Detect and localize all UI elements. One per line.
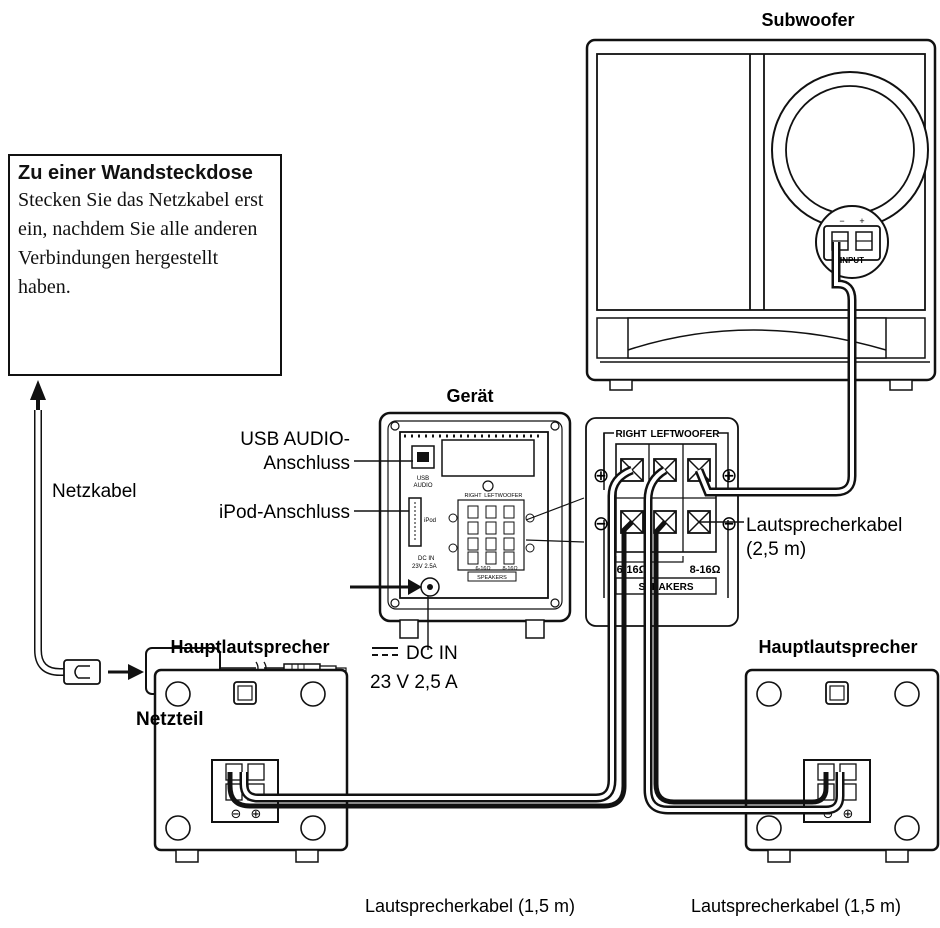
power-cord-label: Netzkabel: [52, 481, 137, 502]
left-speaker-plus: ⊕: [251, 807, 262, 822]
panel-woofer-label: WOOFER: [675, 429, 721, 440]
main-speaker-right-label: Hauptlautsprecher: [758, 637, 917, 657]
right-speaker-minus: ⊖: [823, 807, 834, 822]
panel-left-label: LEFT: [651, 429, 676, 440]
cable-left-speaker: [227, 465, 634, 809]
panel-plus-left: ⊕: [593, 463, 610, 487]
subwoofer-plus-label: +: [859, 216, 864, 226]
cable-woofer-label-2: (2,5 m): [746, 539, 806, 560]
panel-minus-right: ⊖: [721, 511, 738, 535]
subwoofer-input-label: INPUT: [840, 256, 864, 265]
panel-minus-left: ⊖: [593, 511, 610, 535]
power-plug: [63, 659, 101, 685]
cable-left-label: Lautsprecherkabel (1,5 m): [365, 896, 575, 916]
unit-imp-main-text: 6-16Ω: [475, 566, 490, 572]
dc-in-label: DC IN: [406, 643, 458, 664]
note-title: Zu einer Wandsteckdose: [18, 162, 253, 184]
dc-arrow-icon: [408, 579, 422, 595]
panel-plus-right: ⊕: [721, 463, 738, 487]
dc-rating-label: 23 V 2,5 A: [370, 672, 458, 693]
main-speaker-left-label: Hauptlautsprecher: [170, 637, 329, 657]
ipod-label: iPod-Anschluss: [219, 502, 350, 523]
subwoofer-minus-label: −: [839, 216, 844, 226]
subwoofer-driver: [771, 71, 929, 229]
unit-title: Gerät: [446, 386, 493, 406]
subwoofer-input-terminal: − + INPUT: [815, 205, 889, 279]
right-speaker-plus: ⊕: [843, 807, 854, 822]
panel-right-label: RIGHT: [615, 429, 646, 440]
dc-cable: [346, 587, 358, 672]
unit-ipod-text: iPod: [424, 518, 436, 524]
wall-arrow-icon: [30, 380, 46, 400]
cable-right-label: Lautsprecherkabel (1,5 m): [691, 896, 901, 916]
zoom-line-upper: [525, 497, 585, 521]
unit-audio-text: AUDIO: [413, 483, 432, 489]
panel-imp-woofer: 8-16Ω: [690, 564, 721, 576]
cable-right-speaker: [643, 466, 845, 815]
main-speaker-right: ⊖ ⊕: [744, 668, 940, 863]
unit-rating-text: 23V 2.5A: [412, 564, 437, 570]
main-unit: USB AUDIO iPod RIGHT LEFT WOOFER 6-16Ω 8…: [378, 411, 572, 639]
adapter-arrow-icon: [128, 664, 144, 680]
main-speaker-left: ⊖ ⊕: [153, 668, 349, 863]
power-cord: [30, 380, 144, 685]
usb-label-line2: Anschluss: [263, 453, 350, 474]
unit-speaker-terminals: RIGHT LEFT WOOFER 6-16Ω 8-16Ω SPEAKERS: [448, 493, 535, 582]
usb-label-line1: USB AUDIO-: [240, 429, 350, 450]
subwoofer: − + INPUT: [585, 38, 937, 391]
subwoofer-title: Subwoofer: [762, 10, 855, 30]
unit-right-text: RIGHT: [464, 493, 482, 499]
cable-woofer-label-1: Lautsprecherkabel: [746, 515, 902, 536]
wall-socket-note: Zu einer Wandsteckdose Stecken Sie das N…: [8, 154, 282, 376]
unit-left-text: LEFT: [484, 493, 498, 499]
left-speaker-minus: ⊖: [231, 807, 242, 822]
unit-usb-text: USB: [417, 476, 429, 482]
dc-symbol-icon: [372, 647, 398, 656]
unit-usb-port: [411, 445, 435, 469]
unit-speakers-text: SPEAKERS: [477, 575, 507, 581]
unit-woofer-text: WOOFER: [498, 493, 523, 499]
unit-dc-text: DC IN: [418, 556, 434, 562]
zoom-line-lower: [525, 539, 585, 543]
cable-subwoofer: [694, 242, 857, 497]
panel-speakers-label: SPEAKERS: [638, 582, 693, 593]
adapter-label: Netzteil: [136, 709, 204, 730]
unit-dc-jack: [420, 577, 440, 597]
unit-ipod-port: [408, 497, 422, 547]
panel-imp-main: 6-16Ω: [617, 564, 648, 576]
unit-imp-woofer-text: 8-16Ω: [502, 566, 517, 572]
note-body: Stecken Sie das Netzkabel erst ein, nach…: [18, 189, 264, 298]
